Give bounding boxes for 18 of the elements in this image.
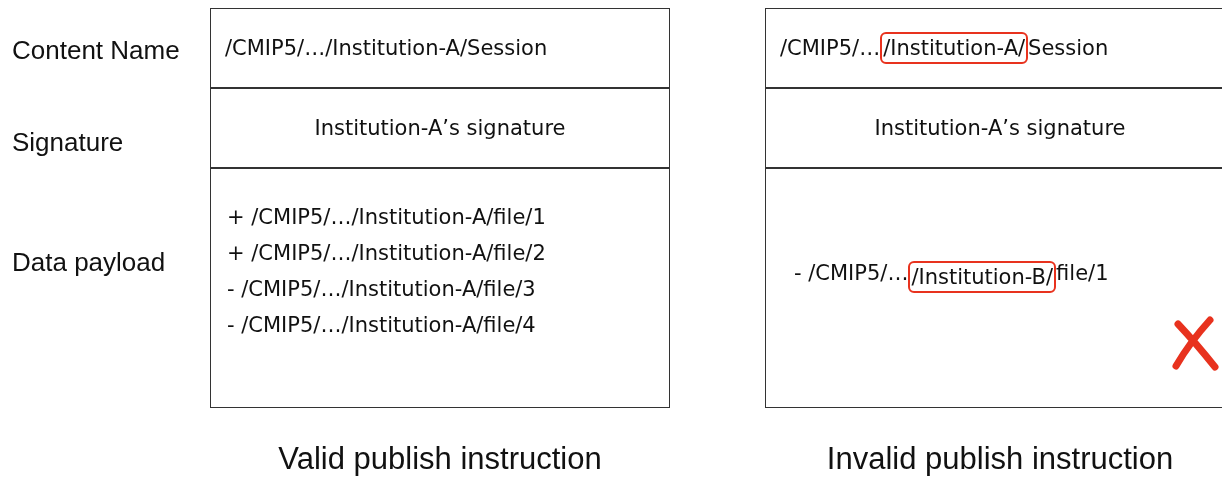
panel-caption: Invalid publish instruction [825, 441, 1175, 477]
signature-text: Institution-A’s signature [314, 116, 566, 140]
payload-line: - /CMIP5/…/Institution-A/file/4 [227, 312, 536, 339]
row-label: Signature [12, 127, 124, 158]
panel-caption: Valid publish instruction [277, 441, 603, 477]
payload-line: + /CMIP5/…/Institution-A/file/2 [227, 240, 546, 267]
path-text: - /CMIP5/… [794, 261, 909, 285]
payload-line: + /CMIP5/…/Institution-A/file/1 [227, 204, 546, 231]
highlight-box: /Institution-A/ [880, 32, 1029, 64]
path-text: /CMIP5/…/Institution-A/Session [225, 36, 548, 60]
row-label: Data payload [12, 247, 166, 278]
path-text: file/1 [1056, 261, 1109, 285]
signature-text: Institution-A’s signature [874, 116, 1126, 140]
path-text: Session [1028, 36, 1109, 60]
path-text: /CMIP5/… [780, 36, 881, 60]
row-label: Content Name [12, 35, 180, 66]
highlight-box: /Institution-B/ [908, 261, 1057, 293]
payload-line: - /CMIP5/…/Institution-A/file/3 [227, 276, 536, 303]
